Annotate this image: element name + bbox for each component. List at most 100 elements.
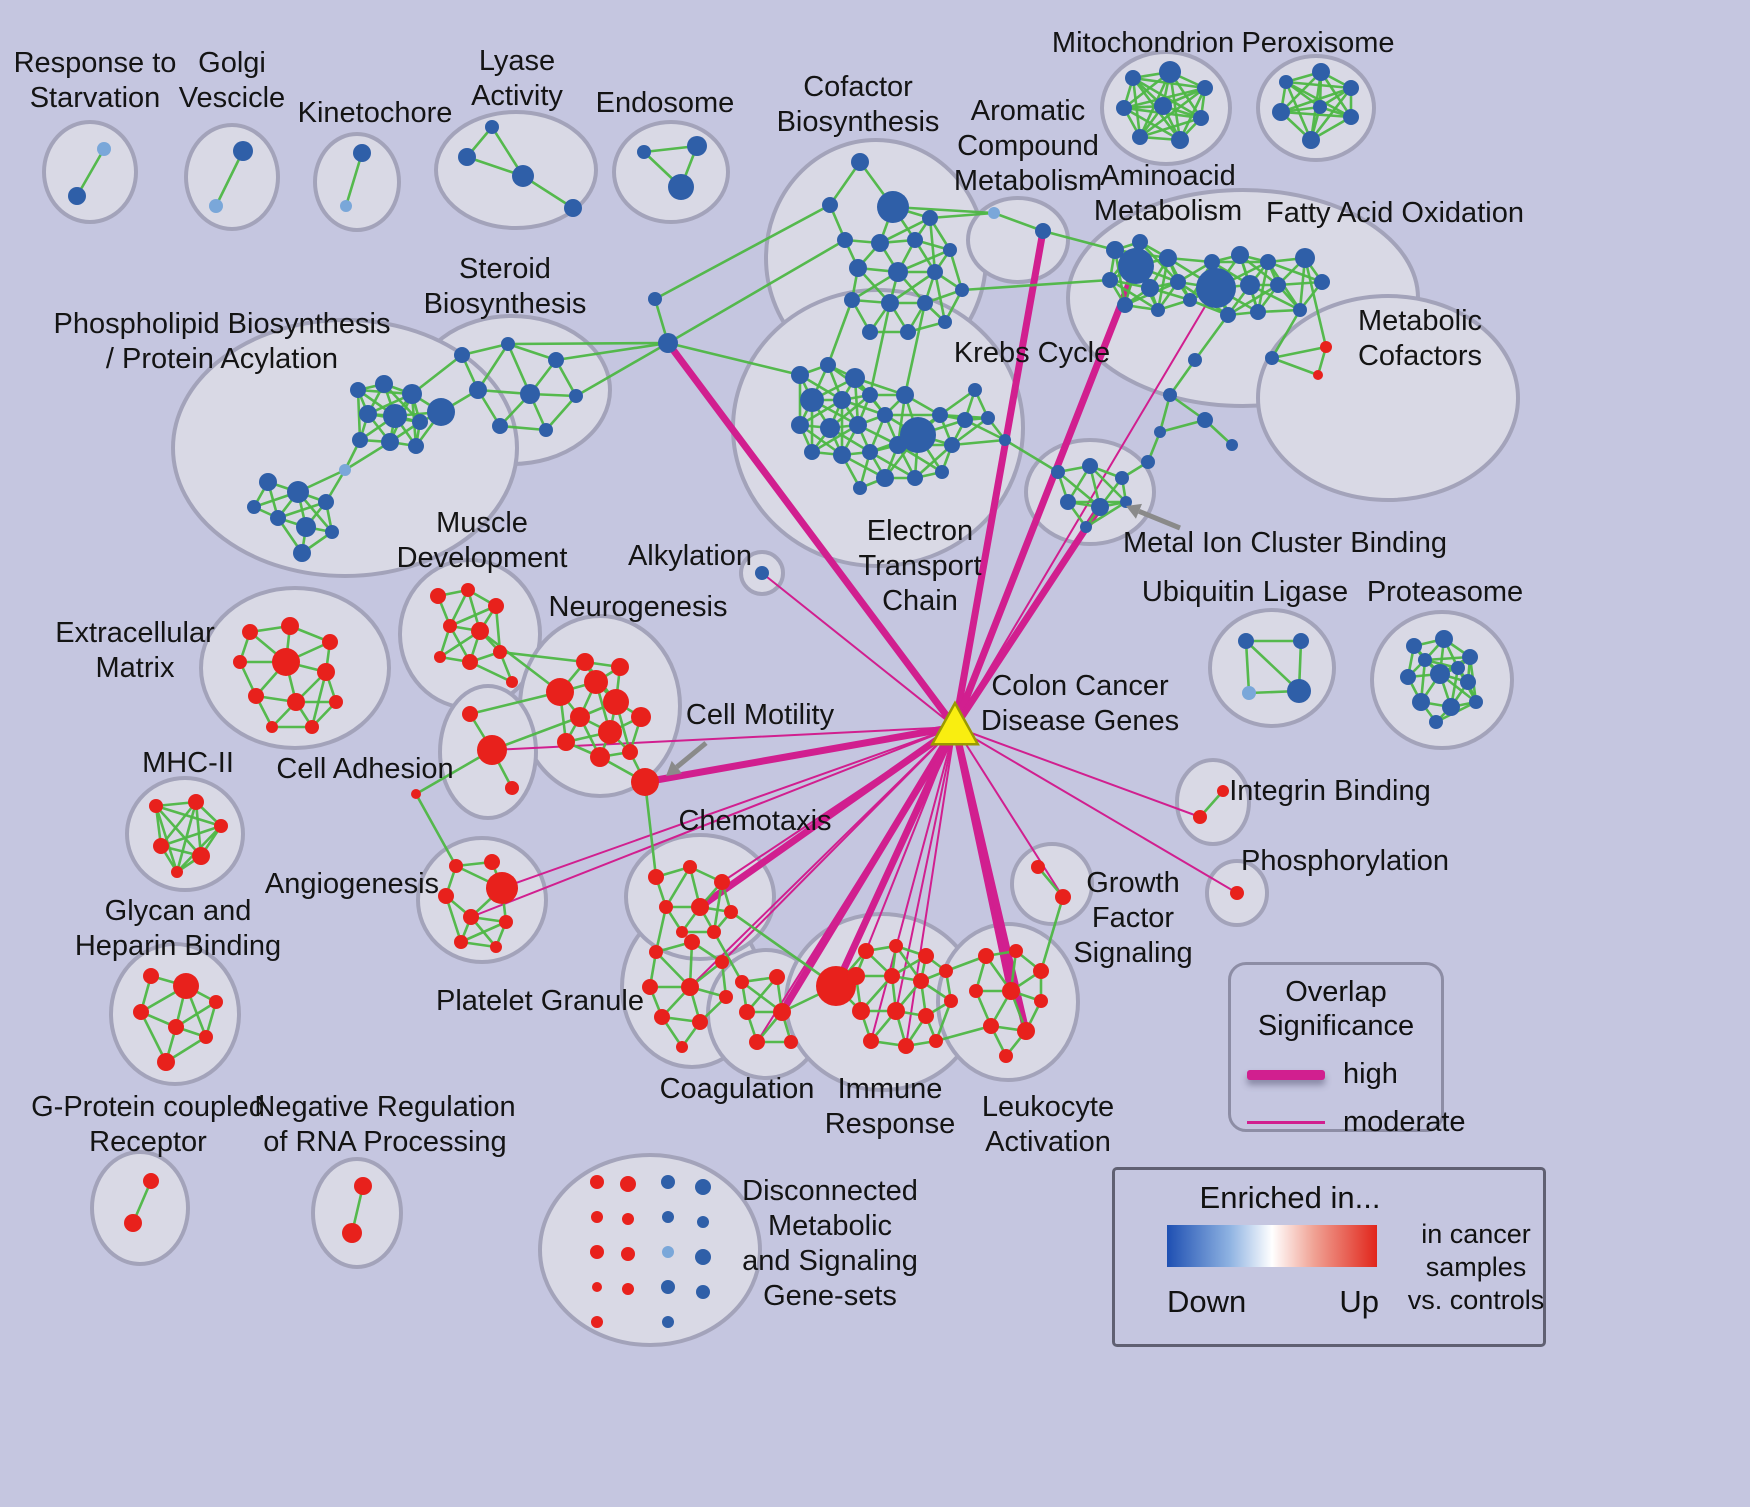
gene-set-edge (1122, 106, 1182, 142)
gene-set-node (1314, 274, 1330, 290)
gene-set-node (1034, 994, 1048, 1008)
label-peroxisome: Peroxisome (1241, 27, 1394, 59)
gene-set-node (983, 1018, 999, 1034)
gene-set-node (1009, 944, 1023, 958)
gene-set-node (683, 860, 697, 874)
gene-set-node (755, 566, 769, 580)
gene-set-node (871, 234, 889, 252)
overlap-link-moderate (954, 726, 1064, 898)
gene-set-node (622, 744, 638, 760)
gene-set-node (270, 510, 286, 526)
gene-set-node (715, 955, 729, 969)
gene-set-node (1293, 633, 1309, 649)
gene-set-node (296, 517, 316, 537)
gene-set-node (884, 968, 900, 984)
inter-cluster-edge (478, 629, 562, 694)
gene-set-node (1115, 471, 1129, 485)
gene-set-node (576, 653, 594, 671)
gene-set-node (570, 707, 590, 727)
gene-set-node (898, 1038, 914, 1054)
gene-set-node (546, 678, 574, 706)
gene-set-node (1265, 351, 1279, 365)
gene-set-node (900, 417, 936, 453)
gene-set-node (590, 1175, 604, 1189)
gene-set-node (1120, 496, 1132, 508)
gene-set-node (988, 207, 1000, 219)
high-significance-label: high (1343, 1058, 1398, 1090)
gene-set-node (443, 619, 457, 633)
inter-cluster-edge (712, 930, 744, 984)
enrichment-note: in cancer samples vs. controls (1407, 1218, 1545, 1317)
gene-set-edge (1226, 283, 1280, 317)
gene-set-node (877, 407, 893, 423)
gene-set-node (1051, 465, 1065, 479)
gene-set-node (769, 969, 785, 985)
inter-cluster-edge (574, 341, 670, 398)
gene-set-node (383, 404, 407, 428)
gene-set-node (887, 1002, 905, 1020)
gene-set-node (851, 153, 869, 171)
inter-cluster-edge (1270, 308, 1302, 360)
gene-set-edge (1279, 110, 1353, 119)
gene-set-node (434, 651, 446, 663)
gene-set-node (862, 324, 878, 340)
gene-set-node (68, 187, 86, 205)
cluster-golgi-vescicle (184, 123, 280, 231)
gene-set-node (325, 525, 339, 539)
annotation-arrow (675, 741, 708, 770)
gene-set-node (259, 473, 277, 491)
gene-set-edge (448, 604, 498, 628)
label-krebs-cycle: Krebs Cycle (954, 337, 1110, 369)
gene-set-node (233, 655, 247, 669)
gene-set-edge (75, 147, 106, 198)
label-mhc-ii: MHC-II (142, 747, 234, 779)
gene-set-node (1217, 785, 1229, 797)
gene-set-node (791, 416, 809, 434)
gene-set-node (557, 733, 575, 751)
gene-set-node (955, 283, 969, 297)
layer-nodes (68, 61, 1483, 1328)
inter-cluster-edge (643, 780, 658, 879)
gene-set-edge (1279, 86, 1353, 114)
gene-set-node (918, 1008, 934, 1024)
gene-set-node (749, 1034, 765, 1050)
cluster-neurogenesis (518, 614, 682, 798)
gene-set-node (1295, 248, 1315, 268)
gene-set-node (1312, 63, 1330, 81)
gene-set-node (354, 1177, 372, 1195)
gene-set-edge (1168, 358, 1197, 397)
gene-set-node (375, 375, 393, 393)
gene-set-node (454, 347, 470, 363)
gene-set-node (935, 465, 949, 479)
label-alkylation: Alkylation (628, 540, 752, 572)
gene-set-node (658, 333, 678, 353)
gene-set-node (353, 144, 371, 162)
gene-set-edge (356, 388, 362, 442)
gene-set-node (1017, 1022, 1035, 1040)
gene-set-node (591, 1316, 603, 1328)
gene-set-node (359, 405, 377, 423)
gene-set-node (1171, 131, 1189, 149)
gene-set-edge (888, 270, 937, 305)
gene-set-node (214, 819, 228, 833)
gene-set-node (620, 1176, 636, 1192)
gene-set-node (888, 262, 908, 282)
gene-set-node (247, 500, 261, 514)
gene-set-node (168, 1019, 184, 1035)
gene-set-node (242, 624, 258, 640)
gene-set-node (1226, 439, 1238, 451)
gene-set-node (918, 948, 934, 964)
gene-set-node (322, 634, 338, 650)
annotation-arrow-head (666, 760, 682, 776)
gene-set-edge (1084, 500, 1128, 529)
gene-set-node (847, 967, 865, 985)
gene-set-node (1272, 103, 1290, 121)
down-label: Down (1167, 1284, 1247, 1319)
gene-set-node (820, 357, 836, 373)
overlap-legend-title-line1: Overlap (1285, 976, 1387, 1008)
gene-set-node (143, 1173, 159, 1189)
overlap-link-moderate (865, 726, 956, 952)
